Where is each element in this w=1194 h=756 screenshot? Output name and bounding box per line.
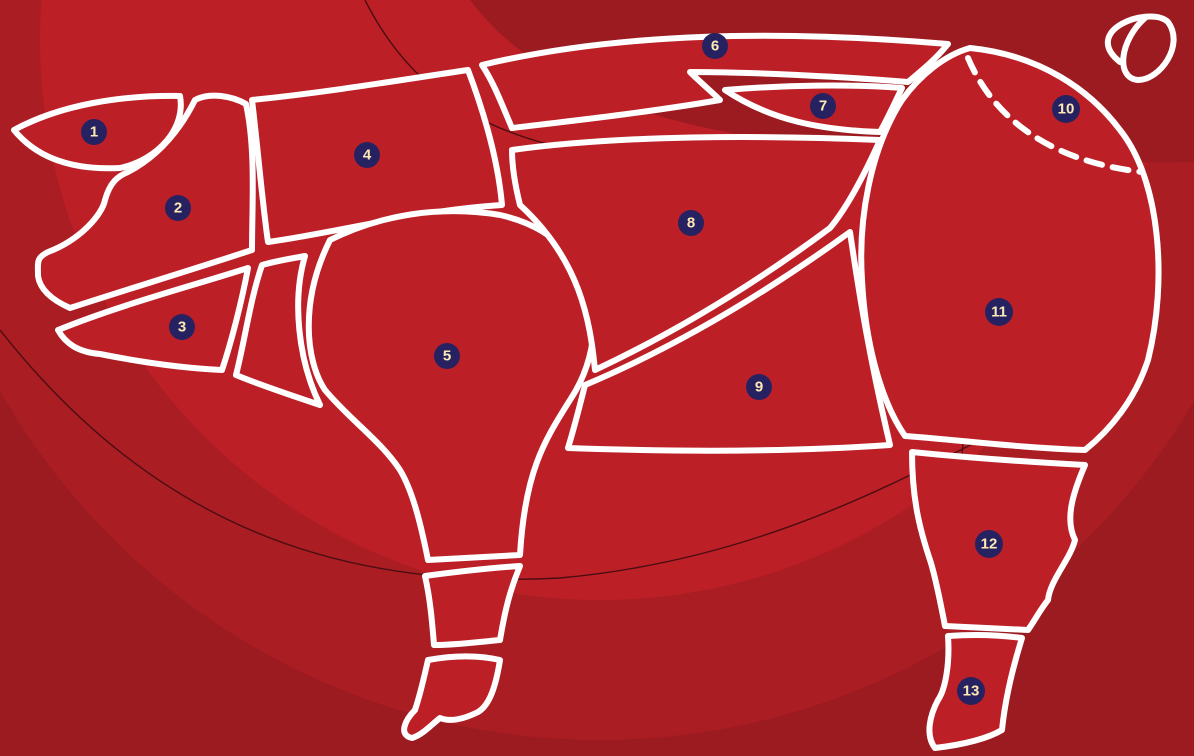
badge-10: 10 (1052, 95, 1080, 123)
badge-9: 9 (746, 374, 772, 400)
badge-10-label: 10 (1058, 101, 1075, 118)
badge-11-label: 11 (991, 304, 1007, 321)
badge-13-label: 13 (963, 683, 980, 700)
badge-1: 1 (81, 119, 107, 145)
badge-3-label: 3 (178, 319, 186, 336)
badge-4: 4 (354, 142, 380, 168)
badge-5: 5 (434, 343, 460, 369)
badge-12-label: 12 (981, 536, 998, 553)
badge-9-label: 9 (755, 379, 763, 396)
badge-2-label: 2 (174, 200, 182, 217)
badge-4-label: 4 (363, 147, 372, 164)
badge-8-label: 8 (687, 215, 695, 232)
badge-11: 11 (985, 298, 1013, 326)
badge-2: 2 (165, 195, 191, 221)
badge-13: 13 (957, 677, 985, 705)
badge-6: 6 (702, 33, 728, 59)
badge-8: 8 (678, 210, 704, 236)
badge-12: 12 (975, 530, 1003, 558)
badge-7: 7 (810, 93, 836, 119)
badge-5-label: 5 (443, 348, 451, 365)
badge-1-label: 1 (90, 124, 98, 141)
badge-3: 3 (169, 314, 195, 340)
badge-7-label: 7 (819, 98, 827, 115)
badge-6-label: 6 (711, 38, 719, 55)
